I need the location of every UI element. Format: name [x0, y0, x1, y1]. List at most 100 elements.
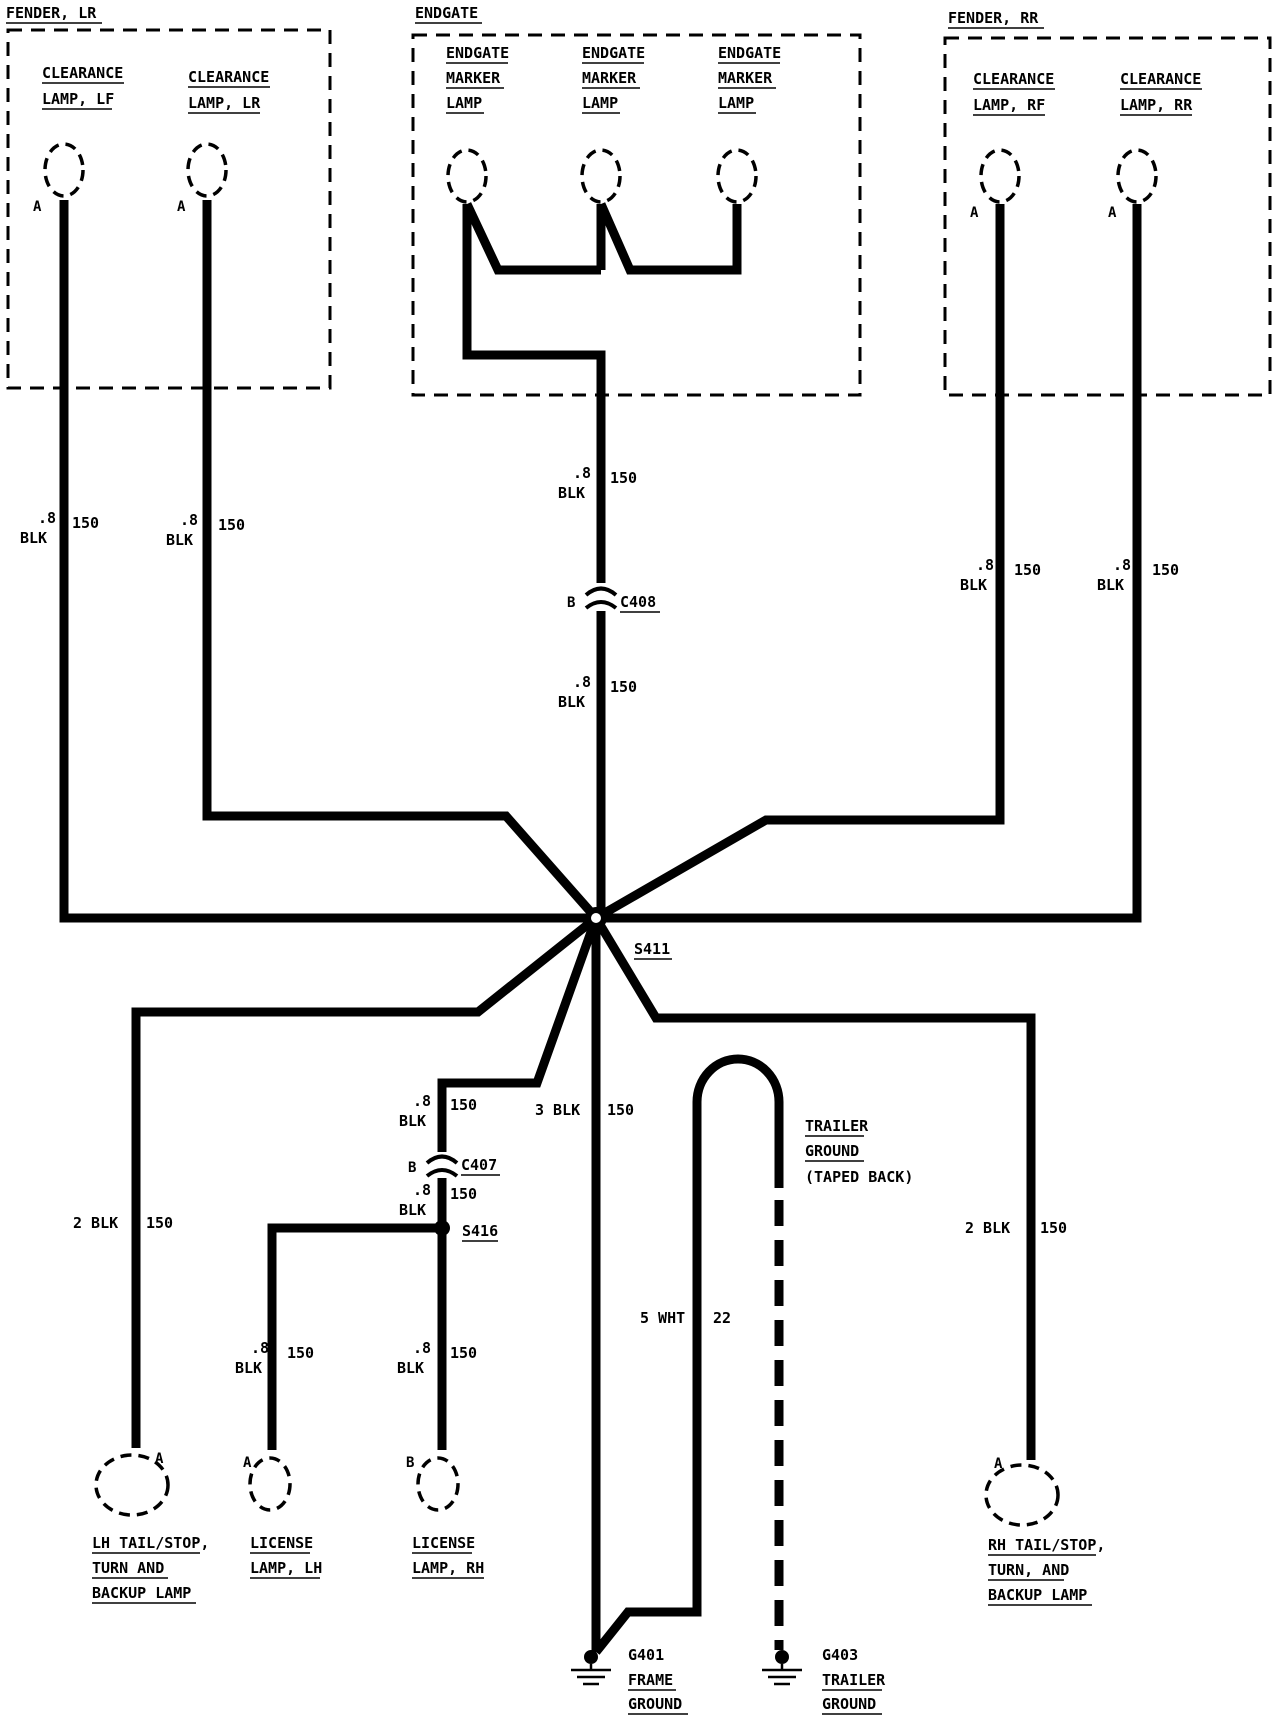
svg-text:ENDGATE: ENDGATE — [582, 44, 645, 62]
svg-text:MARKER: MARKER — [446, 69, 501, 87]
svg-text:BLK: BLK — [399, 1201, 426, 1219]
fender-rr-title: FENDER, RR — [948, 9, 1039, 27]
wire-label-clr-rr: .8 BLK 150 — [1097, 556, 1179, 594]
bulb-license-lh-icon: A — [243, 1455, 292, 1512]
svg-text:LAMP, LF: LAMP, LF — [42, 90, 114, 108]
svg-text:LAMP: LAMP — [718, 94, 754, 112]
svg-text:ENDGATE: ENDGATE — [718, 44, 781, 62]
connector-c407-icon: B C407 — [408, 1154, 500, 1178]
svg-text:150: 150 — [72, 514, 99, 532]
splice-s411-icon: S411 — [585, 907, 672, 960]
bulb-endgate-marker-1-icon — [446, 148, 488, 204]
svg-text:TRAILER: TRAILER — [822, 1671, 886, 1689]
svg-text:A: A — [1108, 205, 1117, 221]
svg-text:BLK: BLK — [397, 1359, 424, 1377]
endgate-box: ENDGATE — [411, 4, 862, 397]
svg-text:.8: .8 — [180, 511, 198, 529]
svg-text:RH TAIL/STOP,: RH TAIL/STOP, — [988, 1536, 1105, 1554]
endgate-title: ENDGATE — [415, 4, 478, 22]
wiring — [59, 200, 1142, 1655]
svg-text:LAMP, LR: LAMP, LR — [188, 94, 261, 112]
svg-text:A: A — [155, 1451, 164, 1467]
svg-text:LICENSE: LICENSE — [412, 1534, 475, 1552]
svg-text:.8: .8 — [413, 1339, 431, 1357]
svg-text:GROUND: GROUND — [822, 1695, 876, 1713]
svg-text:22: 22 — [713, 1309, 731, 1327]
svg-text:LAMP: LAMP — [582, 94, 618, 112]
svg-text:A: A — [177, 199, 186, 215]
svg-text:.8: .8 — [573, 464, 591, 482]
svg-text:.8: .8 — [573, 673, 591, 691]
svg-text:MARKER: MARKER — [718, 69, 773, 87]
svg-text:2 BLK: 2 BLK — [965, 1219, 1010, 1237]
svg-text:CLEARANCE: CLEARANCE — [42, 64, 123, 82]
connector-c408-icon: B C408 — [567, 586, 660, 613]
svg-text:(TAPED BACK): (TAPED BACK) — [805, 1168, 913, 1186]
lamp-label-lh-tail: LH TAIL/STOP, TURN AND BACKUP LAMP — [92, 1534, 209, 1604]
svg-text:B: B — [406, 1455, 414, 1471]
svg-text:150: 150 — [610, 678, 637, 696]
svg-text:BLK: BLK — [558, 693, 585, 711]
svg-text:BLK: BLK — [960, 576, 987, 594]
svg-text:150: 150 — [1040, 1219, 1067, 1237]
wire-label-clr-rf: .8 BLK 150 — [960, 556, 1041, 594]
lamp-label-clearance-rf: CLEARANCE LAMP, RF — [973, 70, 1055, 116]
svg-text:150: 150 — [287, 1344, 314, 1362]
wire-label-lh-tail: 2 BLK 150 — [73, 1214, 173, 1232]
lamp-label-clearance-rr: CLEARANCE LAMP, RR — [1120, 70, 1202, 116]
wire-label-license-rh: .8 BLK 150 — [397, 1339, 477, 1377]
bulb-license-rh-icon: B — [406, 1455, 460, 1512]
svg-text:.8: .8 — [1113, 556, 1131, 574]
lamp-label-license-rh: LICENSE LAMP, RH — [412, 1534, 484, 1579]
fender-lr-box: FENDER, LR — [6, 4, 332, 390]
wire-label-frame-ground: 3 BLK 150 — [535, 1101, 634, 1119]
wire-label-c407-lower: .8 BLK 150 — [399, 1181, 477, 1219]
wire-label-trailer: 5 WHT 22 — [640, 1309, 731, 1327]
svg-text:LAMP, LH: LAMP, LH — [250, 1559, 322, 1577]
splice-s416-icon: S416 — [434, 1220, 498, 1242]
svg-text:B: B — [567, 595, 575, 611]
fender-lr-title: FENDER, LR — [6, 4, 97, 22]
svg-text:G403: G403 — [822, 1646, 858, 1664]
svg-text:A: A — [994, 1456, 1003, 1472]
svg-text:A: A — [33, 199, 42, 215]
svg-text:G401: G401 — [628, 1646, 664, 1664]
lamp-label-endgate-marker-3: ENDGATE MARKER LAMP — [718, 44, 781, 114]
svg-text:MARKER: MARKER — [582, 69, 637, 87]
svg-text:BLK: BLK — [399, 1112, 426, 1130]
wire-label-rh-tail: 2 BLK 150 — [965, 1219, 1067, 1237]
wire-label-endgate-lower: .8 BLK 150 — [558, 673, 637, 711]
ground-g403-icon — [762, 1650, 802, 1686]
bulb-endgate-marker-3-icon — [716, 148, 758, 204]
lamp-label-license-lh: LICENSE LAMP, LH — [250, 1534, 322, 1579]
svg-text:150: 150 — [1152, 561, 1179, 579]
svg-text:BLK: BLK — [1097, 576, 1124, 594]
svg-text:CLEARANCE: CLEARANCE — [973, 70, 1054, 88]
wire-label-c407-upper: .8 BLK 150 — [399, 1092, 477, 1130]
svg-text:CLEARANCE: CLEARANCE — [1120, 70, 1201, 88]
connector-c408-label: C408 — [620, 593, 656, 611]
svg-text:5 WHT: 5 WHT — [640, 1309, 685, 1327]
svg-text:.8: .8 — [38, 509, 56, 527]
ground-g401-icon — [571, 1650, 611, 1686]
svg-text:TURN AND: TURN AND — [92, 1559, 164, 1577]
svg-text:BLK: BLK — [20, 529, 47, 547]
bulb-lh-tail-icon: A — [94, 1451, 170, 1517]
svg-text:.8: .8 — [413, 1092, 431, 1110]
svg-text:TURN, AND: TURN, AND — [988, 1561, 1069, 1579]
fender-rr-box: FENDER, RR — [943, 9, 1272, 397]
svg-text:.8: .8 — [251, 1339, 269, 1357]
svg-text:BLK: BLK — [558, 484, 585, 502]
svg-text:150: 150 — [146, 1214, 173, 1232]
svg-text:FRAME: FRAME — [628, 1671, 673, 1689]
svg-text:LAMP, RH: LAMP, RH — [412, 1559, 484, 1577]
svg-text:150: 150 — [450, 1185, 477, 1203]
svg-text:LAMP, RR: LAMP, RR — [1120, 96, 1193, 114]
lamp-label-clearance-lr: CLEARANCE LAMP, LR — [188, 68, 270, 114]
svg-text:BLK: BLK — [166, 531, 193, 549]
svg-text:150: 150 — [610, 469, 637, 487]
svg-text:B: B — [408, 1160, 416, 1176]
lamp-label-clearance-lf: CLEARANCE LAMP, LF — [42, 64, 124, 110]
svg-text:CLEARANCE: CLEARANCE — [188, 68, 269, 86]
